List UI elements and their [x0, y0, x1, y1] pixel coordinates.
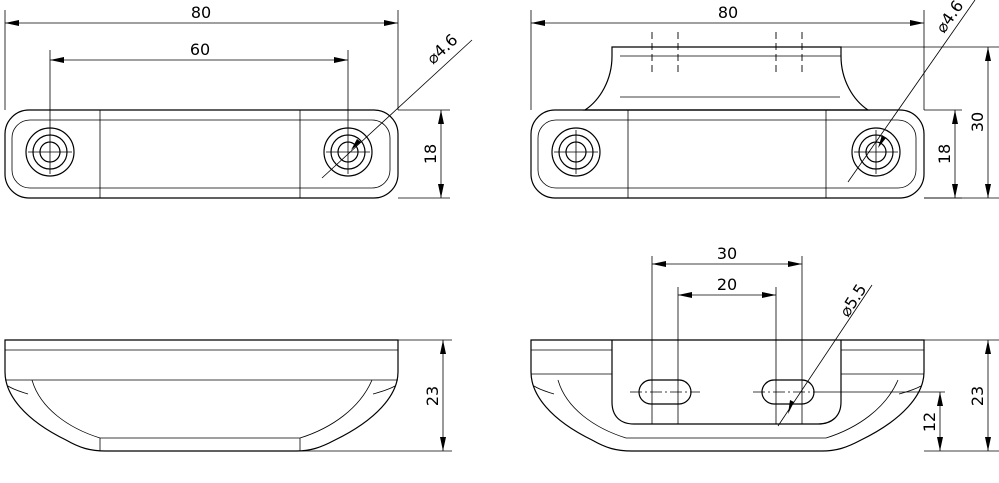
- dim-slot-outer-spacing: 30: [717, 244, 737, 263]
- handle-front-outline-2: [530, 339, 925, 452]
- dim-height-top-left: 18: [421, 144, 440, 164]
- view-bottom-right: 30 20 ⌀5.5 12 23: [530, 244, 999, 452]
- dim-height-bottom-right: 23: [968, 386, 987, 406]
- handle-body-outline: [4, 109, 399, 199]
- view-top-right: 80 ⌀4.6 18 30: [530, 0, 999, 199]
- view-bottom-left: 23: [4, 339, 452, 452]
- dim-hole-diameter-top-left: ⌀4.6: [423, 30, 462, 68]
- mounting-hole-left: [25, 127, 75, 177]
- mounting-boss-outline: [583, 46, 870, 111]
- dim-overall-length-top-right: 80: [718, 3, 738, 22]
- handle-body-inner: [11, 119, 391, 189]
- dim-overall-length-top-left: 80: [191, 3, 211, 22]
- mounting-hole-left-2: [551, 127, 601, 177]
- dim-slot-inner-spacing: 20: [717, 275, 737, 294]
- dim-height-top-right-30: 30: [968, 112, 987, 132]
- dim-slot-width: ⌀5.5: [835, 280, 870, 320]
- dim-slot-height: 12: [920, 412, 939, 432]
- dim-height-bottom-left: 23: [423, 386, 442, 406]
- mounting-hole-right: [323, 127, 373, 177]
- dim-height-top-right-18: 18: [935, 144, 954, 164]
- mounting-plate: [611, 340, 842, 425]
- dim-hole-spacing: 60: [190, 40, 210, 59]
- handle-body-inner-2: [537, 119, 917, 189]
- handle-front-outline: [4, 339, 399, 452]
- handle-body-outline-2: [530, 109, 925, 199]
- mounting-hole-right-2: [851, 127, 901, 177]
- view-top-left: 80 60 ⌀4.6 18: [4, 3, 473, 199]
